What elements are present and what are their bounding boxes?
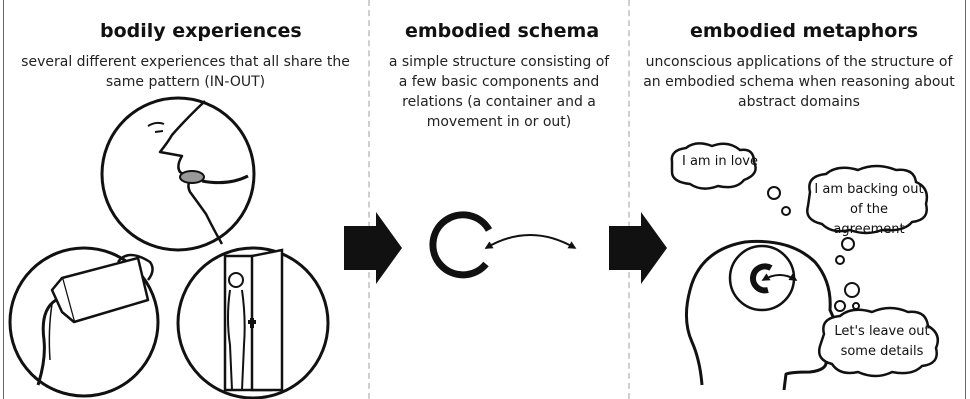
thought-text-leave-out: Let's leave out some details xyxy=(834,324,930,359)
divider-1 xyxy=(368,0,370,399)
panel-title-embodied-metaphors: embodied metaphors xyxy=(690,20,918,42)
flow-arrow-1 xyxy=(344,212,402,284)
person-door-icon xyxy=(176,246,330,399)
panel-description-embodied-schema: a simple structure consisting of a few b… xyxy=(388,54,610,130)
panel-description-bodily-experiences: several different experiences that all s… xyxy=(21,54,350,90)
pouring-from-carton-icon xyxy=(8,246,160,398)
thought-bubble-love xyxy=(670,142,791,216)
flow-arrow-2 xyxy=(609,212,667,284)
thought-text-love: I am in love xyxy=(682,154,758,169)
panel-description-embodied-metaphors: unconscious applications of the structur… xyxy=(643,54,955,110)
divider-2 xyxy=(628,0,630,399)
eating-with-spoon-icon xyxy=(100,96,256,252)
thought-bubble-leave-out xyxy=(818,282,939,378)
container-schema-icon xyxy=(429,211,577,279)
thought-text-backing-out: I am backing out of the agreement xyxy=(814,182,924,237)
panel-title-embodied-schema: embodied schema xyxy=(405,20,600,42)
thought-bubble-backing-out xyxy=(806,164,929,265)
right-border xyxy=(965,0,966,399)
left-border xyxy=(3,0,4,399)
thinking-head-icon xyxy=(685,239,842,391)
panel-title-bodily-experiences: bodily experiences xyxy=(100,20,302,42)
